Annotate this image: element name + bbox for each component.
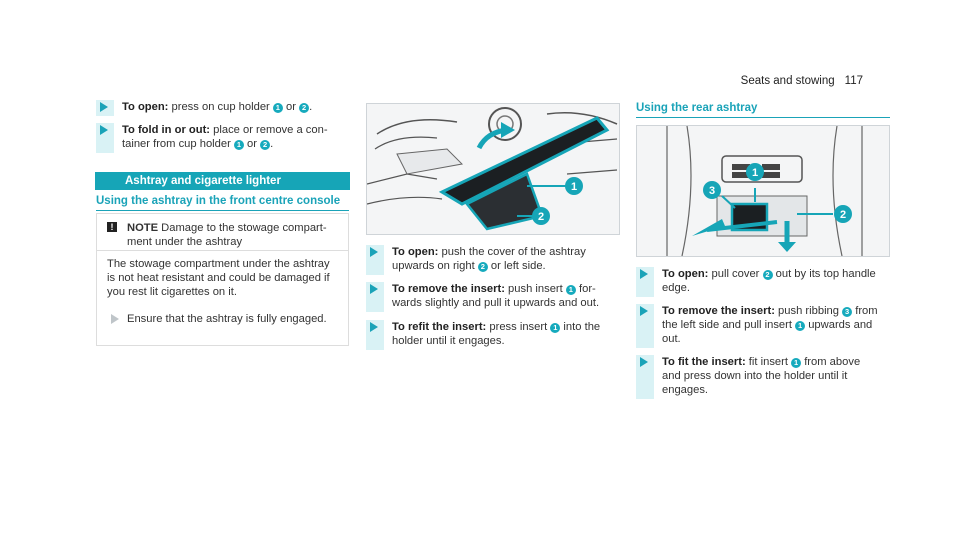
step-open-cup-holder: To open: press on cup holder 1 or 2.: [96, 100, 356, 116]
callout-1-icon: 1: [272, 103, 283, 113]
warning-icon: !: [107, 222, 117, 232]
running-header: Seats and stowing 117: [741, 75, 863, 87]
step-refit-front-insert: To refit the insert: press insert 1 into…: [366, 320, 626, 350]
step-fold-cup-holder: To fold in or out: place or remove a con…: [96, 123, 356, 153]
page-number: 117: [844, 75, 863, 87]
step-arrow-icon: [100, 102, 108, 112]
callout-1-icon: 1: [795, 321, 806, 331]
step-arrow-icon: [111, 314, 119, 324]
figure-label-1: 1: [752, 167, 758, 179]
rear-ashtray-illustration: 1 2 3: [636, 125, 890, 257]
subheading-front-ashtray: Using the ashtray in the front centre co…: [96, 195, 349, 211]
callout-3-icon: 3: [842, 307, 853, 317]
subheading-rear-ashtray: Using the rear ashtray: [636, 102, 890, 118]
section-title: Seats and stowing: [740, 75, 835, 87]
callout-1-icon: 1: [565, 285, 576, 295]
callout-1-icon: 1: [791, 358, 802, 368]
note-title: NOTE: [127, 222, 159, 234]
rear-ashtray-drawing: 1 2 3: [637, 125, 889, 257]
step-arrow-icon: [640, 269, 648, 279]
note-body: The stowage compartment under the ashtra…: [107, 258, 330, 298]
step-arrow-icon: [640, 357, 648, 367]
section-banner: Ashtray and cigarette lighter: [95, 172, 350, 190]
callout-2-icon: 2: [477, 262, 488, 272]
figure-label-2: 2: [840, 209, 846, 221]
front-ashtray-drawing: 1 2: [366, 104, 619, 234]
step-remove-rear-insert: To remove the insert: push ribbing 3 fro…: [636, 304, 896, 348]
step-arrow-icon: [370, 322, 378, 332]
callout-2-icon: 2: [299, 103, 310, 113]
step-arrow-icon: [640, 306, 648, 316]
step-open-rear-ashtray: To open: pull cover 2 out by its top han…: [636, 267, 896, 297]
step-arrow-icon: [100, 125, 108, 135]
step-fit-rear-insert: To fit the insert: fit insert 1 from abo…: [636, 355, 896, 399]
callout-2-icon: 2: [260, 140, 271, 150]
note-step: Ensure that the ashtray is fully engaged…: [107, 312, 337, 326]
figure-label-2: 2: [538, 211, 544, 223]
figure-label-3: 3: [709, 185, 715, 197]
callout-1-icon: 1: [233, 140, 244, 150]
figure-label-1: 1: [571, 181, 577, 193]
front-ashtray-illustration: 1 2: [366, 103, 620, 235]
step-arrow-icon: [370, 247, 378, 257]
note-box: ! NOTE Damage to the stowage compart-men…: [96, 213, 349, 346]
step-remove-front-insert: To remove the insert: push insert 1 for-…: [366, 282, 626, 312]
step-arrow-icon: [370, 284, 378, 294]
callout-2-icon: 2: [762, 270, 773, 280]
callout-1-icon: 1: [550, 323, 561, 333]
